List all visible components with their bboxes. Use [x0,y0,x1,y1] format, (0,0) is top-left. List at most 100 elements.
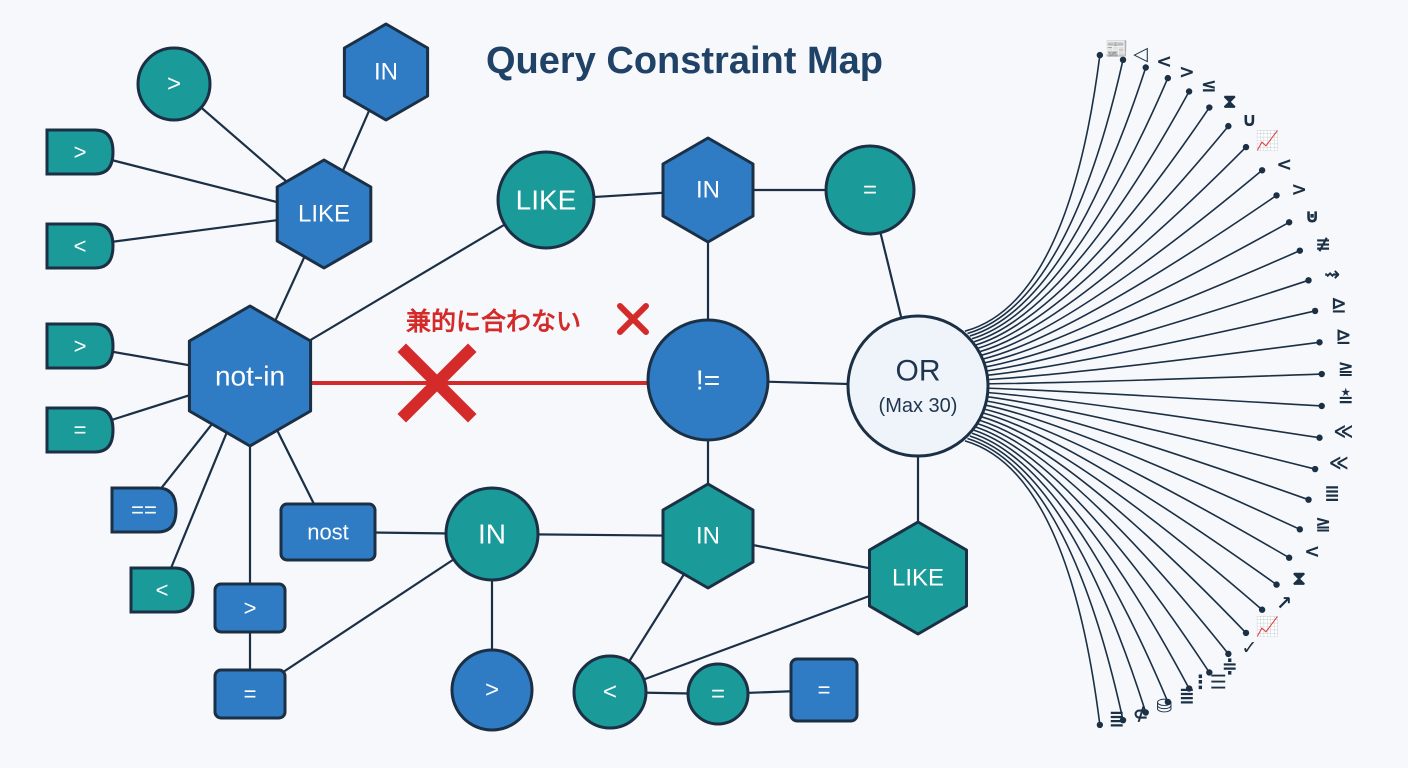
node-shape [279,502,377,562]
edge-like_r-lt_b [609,576,919,694]
fan-symbol-icon: ≣ [1324,483,1340,505]
fan-line [984,279,1309,373]
fan-line [967,437,1124,721]
node-like_c[interactable]: LIKE [496,150,596,250]
node-eq_b[interactable]: = [686,662,750,726]
node-r_eqeq[interactable]: == [110,486,178,534]
fan-line [985,391,1320,439]
fan-dot [1311,307,1319,315]
node-label: < [603,679,617,706]
node-label: == [131,498,157,523]
fan-symbol-icon: ≑ [1222,655,1238,677]
node-in_c2[interactable]: IN [444,486,540,582]
fan-symbol-icon: ⧗ [1292,568,1305,590]
node-shape [213,668,287,720]
fan-line [985,310,1316,377]
node-shape [110,486,178,534]
node-r_eq1[interactable]: = [45,406,115,454]
fan-line [984,399,1309,501]
fan-dot [1164,698,1172,706]
fan-dot [1096,721,1104,729]
fan-symbol-icon: ✓ [1241,637,1257,659]
fan-dot [1119,716,1127,724]
node-in_c1[interactable]: IN [661,136,755,244]
edge-in_c2-r_eq2 [249,533,493,695]
fan-dot [1242,629,1250,637]
fan-symbol-icon: ≣ [1109,708,1125,730]
node-label: != [696,365,720,396]
node-r_gt4[interactable]: > [213,582,287,634]
fan-dot [1225,122,1232,130]
fan-symbol-icon: ↗ [1276,593,1292,615]
node-shape [45,406,115,454]
fan-line [964,440,1101,725]
fan-line [977,422,1229,655]
fan-line [985,341,1320,381]
node-in_top[interactable]: IN [342,22,430,122]
node-label: > [485,677,499,704]
fan-symbol-icon: ≤ [1201,74,1217,96]
node-lt_b[interactable]: < [572,654,648,730]
node-r_gt3[interactable]: > [45,322,115,370]
node-nost[interactable]: nost [279,502,377,562]
fan-line [983,404,1301,531]
node-gt_b[interactable]: > [450,648,534,732]
node-label: < [156,578,169,603]
fan-dot [1273,581,1280,588]
fan-dot [1185,88,1193,95]
node-notin[interactable]: not-in [187,304,313,448]
node-label: LIKE [516,185,577,216]
or-hub[interactable]: OR (Max 30) [846,314,990,458]
fan-line [979,419,1247,634]
fan-dot [1316,339,1323,346]
node-r_lt1[interactable]: < [45,222,115,270]
fan-line [964,55,1101,332]
fan-dot [1273,192,1280,199]
fan-dot [1318,402,1325,410]
fan-symbol-icon: ≪ [1333,421,1353,443]
node-r_eq2[interactable]: = [213,668,287,720]
node-shape [868,520,968,636]
node-shape [45,222,115,270]
fan-symbol-icon: > [1179,61,1195,83]
fan-line [985,395,1316,470]
fan-dot [1142,709,1149,716]
fan-symbol-icon: ⇝ [1324,263,1340,285]
node-gt1[interactable]: > [136,46,212,122]
node-eq_c[interactable]: = [824,144,916,236]
node-like_left[interactable]: LIKE [275,158,373,270]
fan-dot [1316,434,1323,441]
fan-symbol-icon: 📈 [1256,615,1280,638]
node-r_lt2[interactable]: < [129,566,195,614]
node-label: IN [478,519,506,550]
node-in_c3[interactable]: IN [661,482,755,590]
node-shape [45,128,115,176]
node-shape [572,654,648,730]
diagram-title: Query Constraint Map [486,40,883,82]
node-label: = [244,682,257,707]
node-label: > [167,71,181,98]
fan-symbol-icon: < [1156,51,1172,73]
node-shape [136,46,212,122]
node-shape [496,150,596,250]
fan-line [977,125,1229,350]
node-eq_b2[interactable]: = [789,657,859,723]
fan-line [981,411,1278,586]
node-label: > [244,596,257,621]
node-neq[interactable]: != [646,318,770,442]
node-r_gt2[interactable]: > [45,128,115,176]
fan-line [985,373,1322,385]
fan-dot [1258,167,1266,174]
node-label: IN [374,59,398,86]
fan-symbol-icon: ∪ [1242,109,1257,131]
or-hub-circle [846,314,990,458]
node-shape [824,144,916,236]
or-hub-sublabel: (Max 30) [879,395,958,417]
fan-symbol-icon: ⛁ [1156,695,1172,717]
node-label: = [863,177,877,204]
fan-dot [1185,685,1193,692]
fan-dot [1311,465,1319,473]
fan-symbol-icon: ≛ [1338,387,1354,411]
node-like_r[interactable]: LIKE [868,520,968,636]
